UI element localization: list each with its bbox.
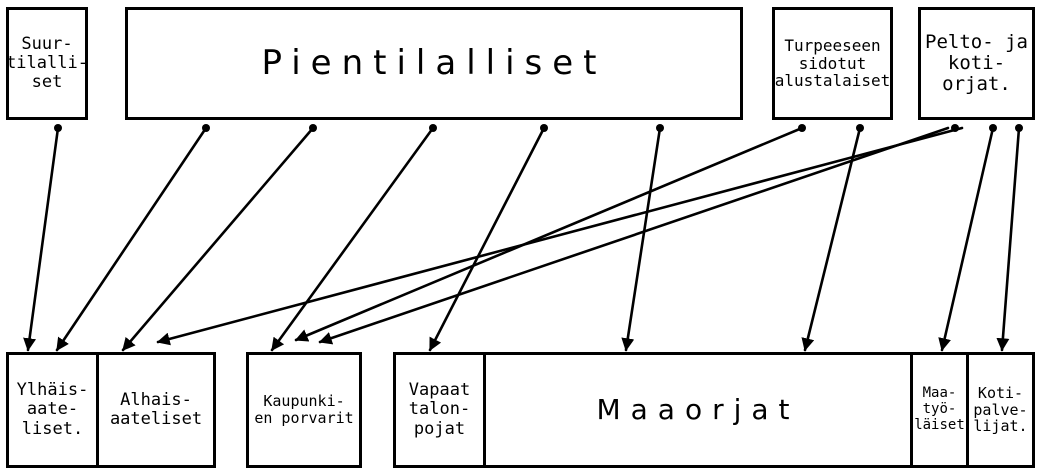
tail-dot-pientilalliset-2: [309, 124, 317, 132]
node-suurtilalliset: Suur- tilalli- set: [6, 7, 88, 120]
node-pelto-ja-kotiorjat: Pelto- ja koti- orjat.: [918, 7, 1035, 120]
tail-dot-turpeeseen-1: [798, 124, 806, 132]
arrow-pientilalliset-to-maaorjat: [621, 126, 662, 352]
node-maatyolaiset-label: Maa- työ- läiset: [914, 385, 965, 433]
tail-dot-pelto-3: [1015, 124, 1023, 132]
arrow-suurtilalliset-to-ylhaisaateliset: [23, 126, 60, 352]
node-maaorjat-label: Maaorjat: [596, 393, 800, 427]
tail-dot-pelto-2: [989, 124, 997, 132]
node-maaorjat: Maaorjat: [483, 352, 913, 468]
arrow-pelto-to-maatyolaiset: [938, 126, 995, 352]
arrow-turpeeseen-to-maaorjat: [801, 126, 862, 352]
arrow-pelto-to-kaupunkien-porvarit: [318, 126, 950, 345]
arrow-pelto-to-alhaisaateliset: [156, 126, 964, 346]
node-alhaisaateliset: Alhais- aateliset: [96, 352, 216, 468]
arrow-pientilalliset-to-vapaat-talonpojat: [428, 126, 546, 352]
node-kotipalvelijat-label: Koti- palve- lijat.: [973, 383, 1028, 436]
node-vapaat-talonpojat: Vapaat talon- pojat: [393, 352, 486, 468]
node-vapaat-talonpojat-label: Vapaat talon- pojat: [408, 380, 471, 439]
tail-dot-suurtilalliset: [54, 124, 62, 132]
node-kaupunkien-porvarit-label: Kaupunki- en porvarit: [254, 392, 354, 427]
node-turpeeseen-sidotut: Turpeeseen sidotut alustalaiset: [772, 7, 893, 120]
tail-dot-pelto-1: [951, 124, 959, 132]
arrow-turpeeseen-to-kaupunkien-porvarit: [294, 126, 804, 342]
arrow-pientilalliset-to-alhaisaateliset: [121, 126, 315, 352]
arrow-pientilalliset-to-kaupunkien-porvarit: [270, 126, 435, 352]
node-suurtilalliset-label: Suur- tilalli- set: [6, 33, 88, 93]
arrow-pientilalliset-to-ylhaisaateliset: [55, 126, 208, 352]
node-kaupunkien-porvarit: Kaupunki- en porvarit: [246, 352, 362, 468]
tail-dot-turpeeseen-2: [856, 124, 864, 132]
tail-dot-pientilalliset-4: [540, 124, 548, 132]
arrow-pelto-to-kotipalvelijat: [996, 126, 1021, 352]
node-turpeeseen-sidotut-label: Turpeeseen sidotut alustalaiset: [774, 35, 891, 91]
node-pelto-ja-kotiorjat-label: Pelto- ja koti- orjat.: [925, 30, 1028, 96]
tail-dot-pientilalliset-5: [656, 124, 664, 132]
tail-dot-pientilalliset-1: [202, 124, 210, 132]
tail-dot-pientilalliset-3: [429, 124, 437, 132]
node-pientilalliset-label: Pientilalliset: [261, 43, 607, 84]
node-ylhaisaateliset-label: Ylhäis- aate- liset.: [16, 380, 89, 439]
node-ylhaisaateliset: Ylhäis- aate- liset.: [6, 352, 99, 468]
node-pientilalliset: Pientilalliset: [125, 7, 743, 120]
node-alhaisaateliset-label: Alhais- aateliset: [109, 389, 203, 429]
node-kotipalvelijat: Koti- palve- lijat.: [966, 352, 1035, 468]
